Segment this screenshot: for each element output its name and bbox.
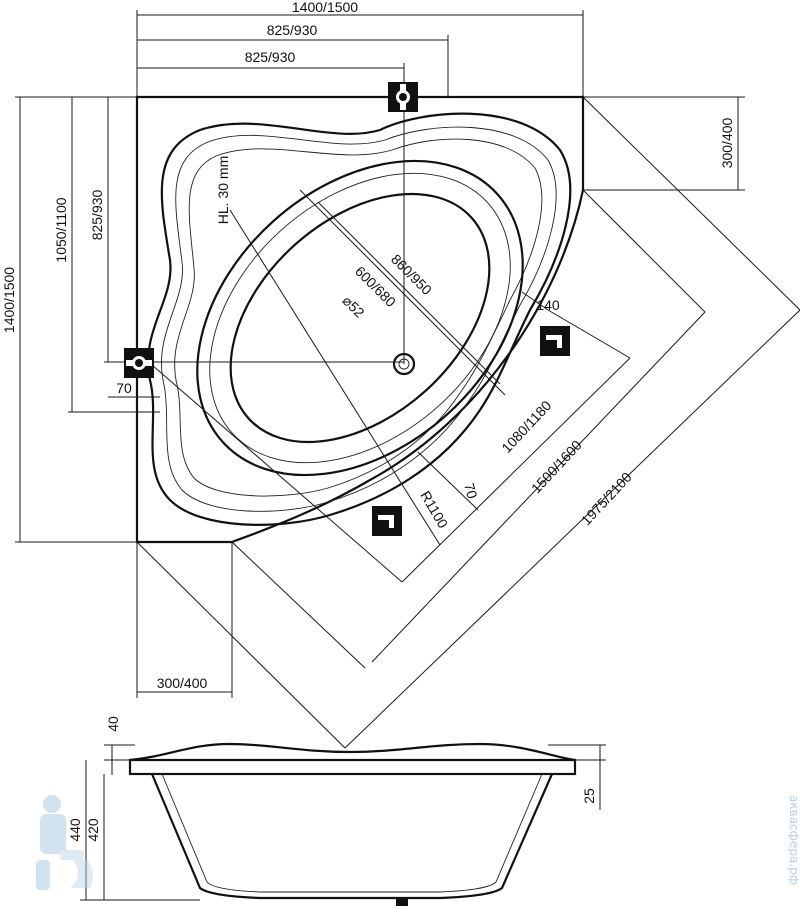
dim-rim-offset-diag: 70 xyxy=(461,481,481,500)
dim-diag-2: 1500/1600 xyxy=(528,437,585,496)
dim-radius: R1100 xyxy=(417,488,451,531)
side-body-inner xyxy=(161,773,543,893)
basin-outer xyxy=(196,159,524,477)
overflow-valve-icon xyxy=(388,82,418,112)
dim-drain-offset-left: 825/930 xyxy=(89,189,105,240)
dim-basin-length: 860/950 xyxy=(388,251,435,298)
rim-outer xyxy=(147,112,572,526)
overflow-valve-icon xyxy=(124,348,154,378)
side-drain xyxy=(396,898,408,906)
dim-drain-diameter: ⌀52 xyxy=(339,292,367,320)
dim-rim-width: 140 xyxy=(536,297,560,313)
dim-total-height: 440 xyxy=(67,818,83,842)
side-body xyxy=(150,773,554,900)
dim-outer-width: 1400/1500 xyxy=(292,0,358,15)
dim-lip: 25 xyxy=(581,788,597,804)
dim-outer-height: 1400/1500 xyxy=(1,267,17,333)
dim-bottom-offset: 300/400 xyxy=(157,675,208,691)
faucet-icon xyxy=(540,326,570,356)
tub-outline xyxy=(135,95,585,544)
dim-rim-top: 40 xyxy=(105,716,121,732)
dim-rim-offset-left: 70 xyxy=(116,380,132,396)
side-view: 40 440 420 25 xyxy=(67,716,606,906)
dim-diag-1: 1080/1180 xyxy=(498,397,554,456)
rim-inner-2 xyxy=(174,138,543,497)
dim-inner-depth: 420 xyxy=(85,818,101,842)
dim-drain-offset-top-2: 825/930 xyxy=(245,49,296,65)
dim-inner-height: 1050/1100 xyxy=(53,197,69,262)
side-rim-wave xyxy=(129,742,576,762)
side-rim xyxy=(128,758,577,776)
top-view: 1400/1500 825/930 825/930 1400/1500 1050… xyxy=(1,0,800,749)
faucet-icon xyxy=(372,506,402,536)
watermark-text: аквасфера.рф xyxy=(787,795,800,885)
dim-diag-3: 1975/2100 xyxy=(578,469,635,528)
dim-drain-offset-top-1: 825/930 xyxy=(267,22,318,38)
basin-mid xyxy=(209,172,511,464)
rim-inner xyxy=(161,126,557,512)
dim-hl-note: HL. 30 mm xyxy=(215,156,231,224)
plumber-logo-icon xyxy=(36,795,94,890)
basin-inner xyxy=(229,192,491,444)
dim-overflow-offset: 300/400 xyxy=(719,117,735,168)
